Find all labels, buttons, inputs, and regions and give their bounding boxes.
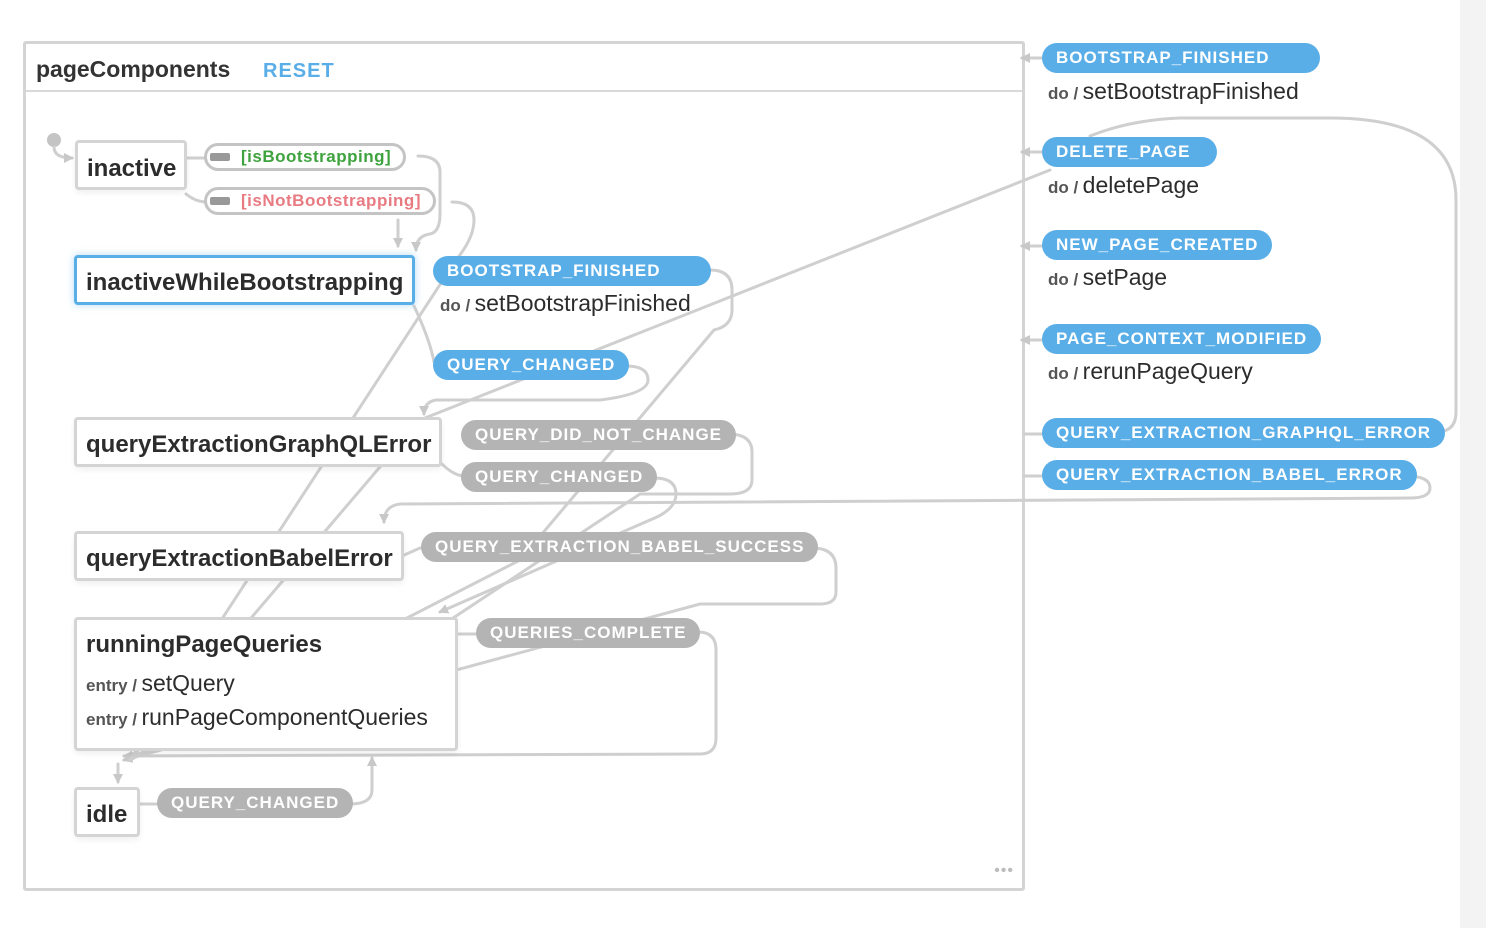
edge-bootstrapping-query-changed xyxy=(412,304,436,364)
edge-graphql-query-changed xyxy=(440,462,464,478)
event-label: NEW_PAGE_CREATED xyxy=(1056,235,1259,254)
event-queries-complete[interactable]: QUERIES_COMPLETE xyxy=(476,618,701,648)
event-machine-new-page-created[interactable]: NEW_PAGE_CREATED xyxy=(1042,230,1273,260)
edge-idle-query-changed xyxy=(348,756,377,806)
edge-isBootstrapping xyxy=(411,154,442,252)
do-keyword: do / xyxy=(440,296,471,315)
edge-inactive-guard2 xyxy=(184,192,208,204)
machine-header: pageComponents RESET xyxy=(26,44,1022,92)
state-inactive[interactable]: inactive xyxy=(75,140,187,190)
event-label: QUERY_EXTRACTION_GRAPHQL_ERROR xyxy=(1056,423,1432,442)
edge-query-changed-2 xyxy=(438,476,678,614)
event-machine-bootstrap-finished[interactable]: BOOTSTRAP_FINISHED xyxy=(1042,43,1320,73)
event-machine-page-context-modified[interactable]: PAGE_CONTEXT_MODIFIED xyxy=(1042,324,1322,354)
state-inactiveWhileBootstrapping-name: inactiveWhileBootstrapping xyxy=(86,269,404,296)
state-runningPageQueries-name: runningPageQueries xyxy=(86,631,323,658)
more-options-icon[interactable]: ••• xyxy=(994,862,1014,879)
entry-keyword: entry / xyxy=(86,676,138,695)
do-action-row: do / setBootstrapFinished xyxy=(1048,78,1299,105)
event-label: QUERY_DID_NOT_CHANGE xyxy=(475,425,723,444)
do-keyword: do / xyxy=(1048,270,1079,289)
edge-initial xyxy=(52,145,74,163)
state-inactive-name: inactive xyxy=(87,155,177,182)
event-query-extraction-babel-success[interactable]: QUERY_EXTRACTION_BABEL_SUCCESS xyxy=(421,532,819,562)
do-keyword: do / xyxy=(1048,84,1079,103)
guard-isNotBootstrapping-label: [isNotBootstrapping] xyxy=(241,191,421,210)
event-label: QUERY_CHANGED xyxy=(475,467,644,486)
do-action: rerunPageQuery xyxy=(1082,358,1253,384)
event-label: QUERY_EXTRACTION_BABEL_ERROR xyxy=(1056,465,1403,484)
edge-graphql-error-loop xyxy=(1022,116,1458,436)
state-inactiveWhileBootstrapping[interactable]: inactiveWhileBootstrapping xyxy=(74,255,415,305)
state-queryExtractionBabelError[interactable]: queryExtractionBabelError xyxy=(74,531,404,581)
event-label: BOOTSTRAP_FINISHED xyxy=(1056,48,1270,67)
event-query-changed-bootstrapping[interactable]: QUERY_CHANGED xyxy=(433,350,630,380)
edge-bootstrap-finished xyxy=(128,268,734,762)
event-bootstrap-finished-inner[interactable]: BOOTSTRAP_FINISHED xyxy=(433,256,711,286)
state-idle-name: idle xyxy=(86,801,128,828)
state-queryExtractionBabelError-name: queryExtractionBabelError xyxy=(86,545,393,572)
do-action-row: do / deletePage xyxy=(1048,172,1199,199)
edge-babel-success xyxy=(122,546,838,763)
event-query-changed-graphql[interactable]: QUERY_CHANGED xyxy=(461,462,658,492)
event-label: QUERY_EXTRACTION_BABEL_SUCCESS xyxy=(435,537,805,556)
do-action-row: do / setBootstrapFinished xyxy=(440,290,691,317)
edge-query-changed-1 xyxy=(419,364,650,416)
event-query-did-not-change[interactable]: QUERY_DID_NOT_CHANGE xyxy=(461,420,737,450)
state-queryExtractionGraphQLError-name: queryExtractionGraphQLError xyxy=(86,431,432,458)
entry-keyword: entry / xyxy=(86,710,138,729)
initial-state-dot xyxy=(47,133,61,147)
guard-isNotBootstrapping[interactable]: [isNotBootstrapping] xyxy=(204,187,436,215)
event-machine-query-extraction-babel-error[interactable]: QUERY_EXTRACTION_BABEL_ERROR xyxy=(1042,460,1417,490)
event-label: DELETE_PAGE xyxy=(1056,142,1191,161)
event-label: QUERY_CHANGED xyxy=(171,793,340,812)
state-idle[interactable]: idle xyxy=(74,787,140,837)
edge-babel-to-success xyxy=(400,546,422,558)
event-label: PAGE_CONTEXT_MODIFIED xyxy=(1056,329,1308,348)
do-action-row: do / rerunPageQuery xyxy=(1048,358,1253,385)
guard-isBootstrapping-label: [isBootstrapping] xyxy=(241,147,392,166)
do-keyword: do / xyxy=(1048,178,1079,197)
event-machine-query-extraction-graphql-error[interactable]: QUERY_EXTRACTION_GRAPHQL_ERROR xyxy=(1042,418,1446,448)
edge-isNotBootstrapping xyxy=(128,200,476,762)
do-action: setPage xyxy=(1082,264,1168,290)
edge-qdnc xyxy=(122,432,754,762)
guard-isBootstrapping[interactable]: [isBootstrapping] xyxy=(204,143,407,171)
event-label: BOOTSTRAP_FINISHED xyxy=(447,261,661,280)
event-label: QUERIES_COMPLETE xyxy=(490,623,687,642)
do-action-row: do / setPage xyxy=(1048,264,1167,291)
do-action: setBootstrapFinished xyxy=(1082,78,1299,104)
event-label: QUERY_CHANGED xyxy=(447,355,616,374)
entry-action: setQuery xyxy=(141,670,235,696)
entry-action-row: entry / runPageComponentQueries xyxy=(86,704,428,731)
edge-babel-error-loop xyxy=(384,474,1432,522)
entry-action-row: entry / setQuery xyxy=(86,670,235,697)
entry-action: runPageComponentQueries xyxy=(141,704,428,730)
state-queryExtractionGraphQLError[interactable]: queryExtractionGraphQLError xyxy=(74,417,442,467)
guard-bar-icon xyxy=(210,197,230,205)
do-action: setBootstrapFinished xyxy=(474,290,691,316)
right-panel-edge xyxy=(1460,0,1486,928)
reset-button[interactable]: RESET xyxy=(263,60,335,82)
event-machine-delete-page[interactable]: DELETE_PAGE xyxy=(1042,137,1217,167)
state-runningPageQueries[interactable]: runningPageQueries entry / setQuery entr… xyxy=(74,617,458,751)
event-query-changed-idle[interactable]: QUERY_CHANGED xyxy=(157,788,354,818)
do-action: deletePage xyxy=(1082,172,1200,198)
edge-queries-complete xyxy=(122,630,718,761)
machine-title: pageComponents xyxy=(36,56,231,82)
do-keyword: do / xyxy=(1048,364,1079,383)
guard-bar-icon xyxy=(210,153,230,161)
